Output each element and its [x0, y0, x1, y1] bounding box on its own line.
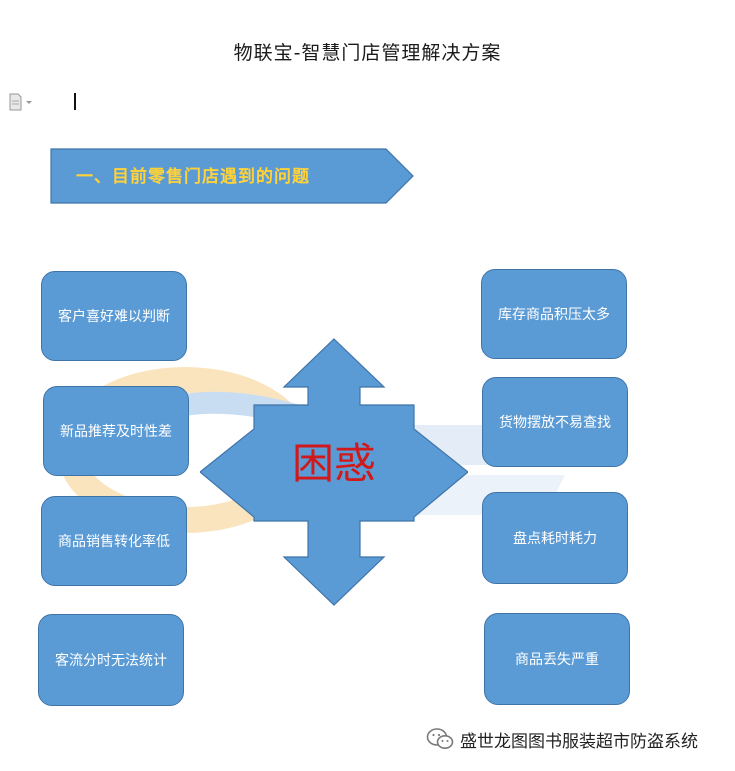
right-box-4: 商品丢失严重 — [484, 613, 630, 705]
document-title: 物联宝-智慧门店管理解决方案 — [233, 42, 502, 64]
right-box-2: 货物摆放不易查找 — [482, 377, 628, 467]
left-box-1: 客户喜好难以判断 — [41, 271, 187, 361]
left-box-2: 新品推荐及时性差 — [43, 386, 189, 476]
banner-heading: 一、目前零售门店遇到的问题 — [76, 167, 310, 187]
left-box-4: 客流分时无法统计 — [38, 614, 184, 706]
footer-text: 盛世龙图图书服装超市防盗系统 — [460, 731, 698, 752]
section-banner — [50, 148, 414, 204]
center-label: 困惑 — [291, 439, 376, 488]
right-box-1: 库存商品积压太多 — [481, 269, 627, 359]
wechat-icon — [426, 728, 454, 749]
right-box-3: 盘点耗时耗力 — [482, 492, 628, 584]
text-cursor — [74, 93, 76, 110]
left-box-3: 商品销售转化率低 — [41, 496, 187, 586]
four-way-arrow — [200, 338, 468, 606]
document-icon[interactable] — [8, 93, 34, 111]
footer-source: 盛世龙图图书服装超市防盗系统 — [426, 726, 698, 752]
